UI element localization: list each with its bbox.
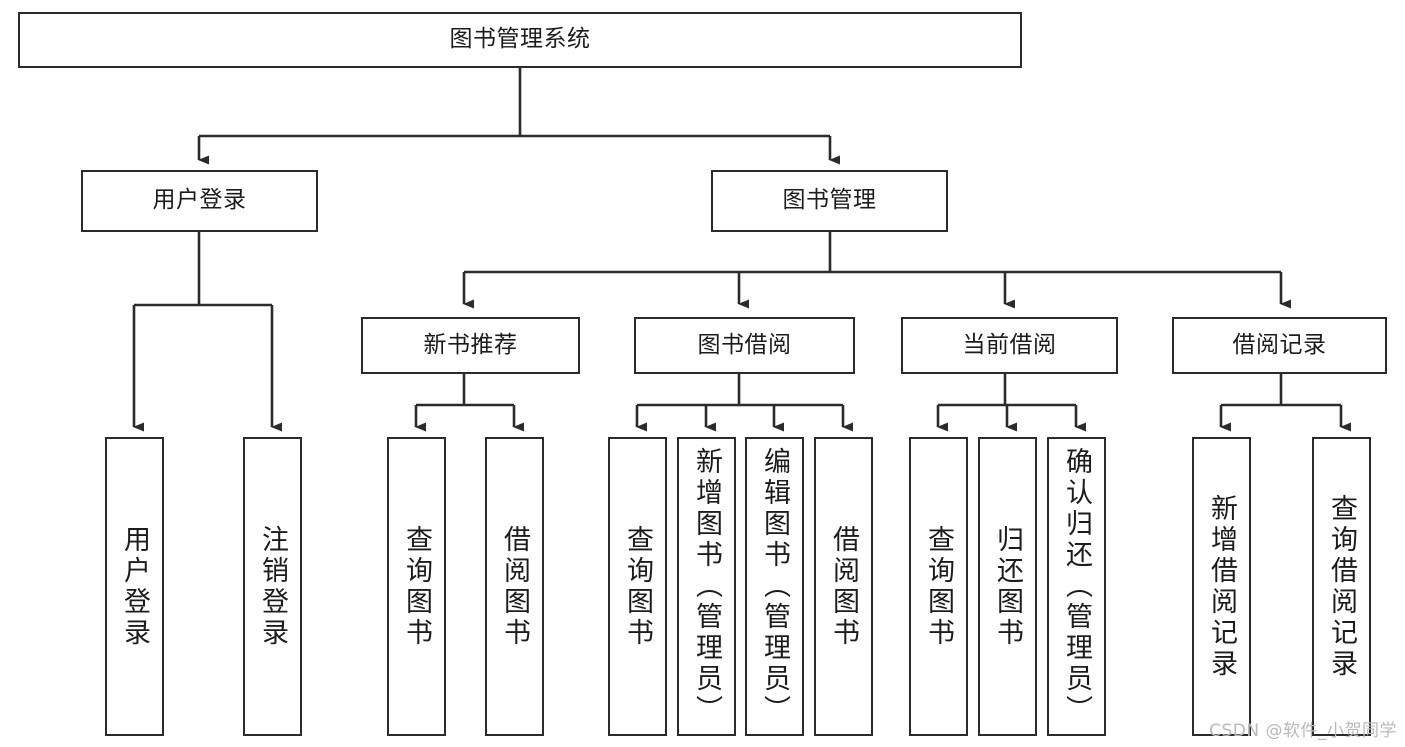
leaf-query-borrow-record-label: 查询借阅记录 [1326,493,1357,680]
node-new-book-recommend-label: 新书推荐 [423,331,518,358]
node-borrow-record-label: 借阅记录 [1232,331,1327,358]
node-root[interactable]: 图书管理系统 [18,12,1022,68]
leaf-add-book-label: 新增图书（管理员） [691,447,722,726]
leaf-query-borrow-record[interactable]: 查询借阅记录 [1312,437,1371,736]
leaf-logout-login-label: 注销登录 [257,524,288,649]
leaf-edit-book-label: 编辑图书（管理员） [759,447,790,726]
node-book-borrow-label: 图书借阅 [697,331,792,358]
node-new-book-recommend[interactable]: 新书推荐 [361,317,580,374]
leaf-add-borrow-record-label: 新增借阅记录 [1206,493,1237,680]
node-user-login-label: 用户登录 [152,187,247,214]
csdn-watermark: CSDN @软件_小贺同学 [1209,721,1397,741]
leaf-logout-login[interactable]: 注销登录 [243,437,302,736]
node-book-borrow[interactable]: 图书借阅 [634,317,855,374]
leaf-user-login-label: 用户登录 [119,524,150,649]
node-book-management-label: 图书管理 [782,187,877,214]
leaf-query-book-3[interactable]: 查询图书 [909,437,968,736]
leaf-query-book-1-label: 查询图书 [401,524,432,649]
leaf-confirm-return-label: 确认归还（管理员） [1061,447,1092,726]
node-book-management[interactable]: 图书管理 [711,170,948,232]
leaf-return-book[interactable]: 归还图书 [978,437,1037,736]
leaf-borrow-book-2[interactable]: 借阅图书 [814,437,873,736]
node-root-label: 图书管理系统 [449,26,591,53]
leaf-return-book-label: 归还图书 [992,524,1023,649]
leaf-query-book-2[interactable]: 查询图书 [608,437,667,736]
node-user-login[interactable]: 用户登录 [81,170,318,232]
leaf-confirm-return[interactable]: 确认归还（管理员） [1047,437,1106,736]
leaf-user-login[interactable]: 用户登录 [105,437,164,736]
leaf-add-borrow-record[interactable]: 新增借阅记录 [1192,437,1251,736]
leaf-borrow-book-2-label: 借阅图书 [828,524,859,649]
leaf-query-book-1[interactable]: 查询图书 [387,437,446,736]
leaf-add-book[interactable]: 新增图书（管理员） [677,437,736,736]
leaf-edit-book[interactable]: 编辑图书（管理员） [745,437,804,736]
leaf-borrow-book-1-label: 借阅图书 [499,524,530,649]
leaf-query-book-3-label: 查询图书 [923,524,954,649]
leaf-borrow-book-1[interactable]: 借阅图书 [485,437,544,736]
leaf-query-book-2-label: 查询图书 [622,524,653,649]
node-current-borrow-label: 当前借阅 [962,331,1057,358]
node-current-borrow[interactable]: 当前借阅 [901,317,1118,374]
node-borrow-record[interactable]: 借阅记录 [1172,317,1387,374]
